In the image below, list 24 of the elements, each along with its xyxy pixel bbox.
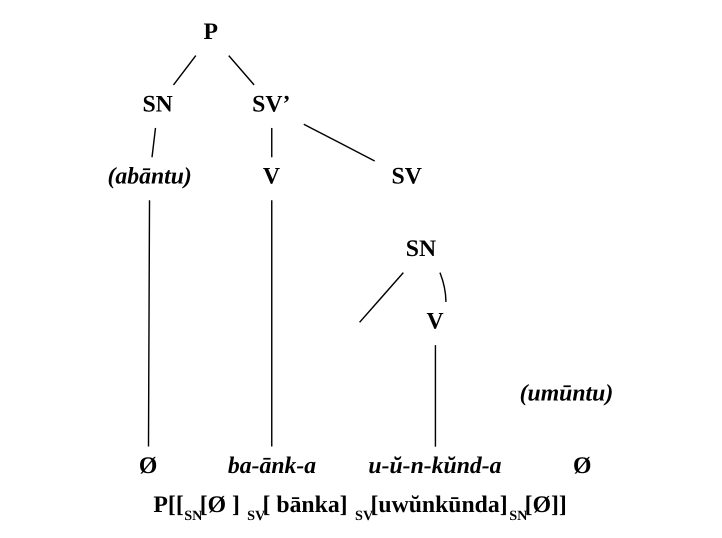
node-text: SN bbox=[142, 91, 173, 118]
node-text: ba-ānk-a bbox=[228, 452, 316, 479]
connector bbox=[271, 200, 272, 447]
connector bbox=[148, 200, 150, 447]
connector bbox=[271, 128, 272, 158]
node-text: (abāntu) bbox=[107, 164, 192, 190]
connector bbox=[228, 55, 255, 86]
connector bbox=[359, 272, 404, 323]
connector bbox=[439, 272, 447, 302]
connector bbox=[434, 345, 436, 447]
node-text: Ø bbox=[573, 452, 592, 479]
caption: P[[$_{SN}$[Ø ] $_{SV}$[ bānka] $_{SV}$[uwŭnkūnda]$_{SN}$[Ø]] bbox=[153, 492, 567, 524]
node-text: V bbox=[262, 164, 280, 190]
node-text: P bbox=[204, 18, 218, 45]
node-text: Ø bbox=[138, 452, 158, 479]
node-text: u-ŭ-n-kŭnd-a bbox=[368, 452, 502, 479]
node-text: SV bbox=[392, 164, 422, 190]
node-text: (umūntu) bbox=[520, 380, 614, 407]
node-text: SN bbox=[406, 236, 436, 262]
connector bbox=[172, 55, 196, 86]
connector bbox=[151, 128, 156, 158]
connector bbox=[303, 124, 375, 162]
node-text: V bbox=[426, 308, 444, 334]
node-text: SV’ bbox=[252, 91, 290, 118]
